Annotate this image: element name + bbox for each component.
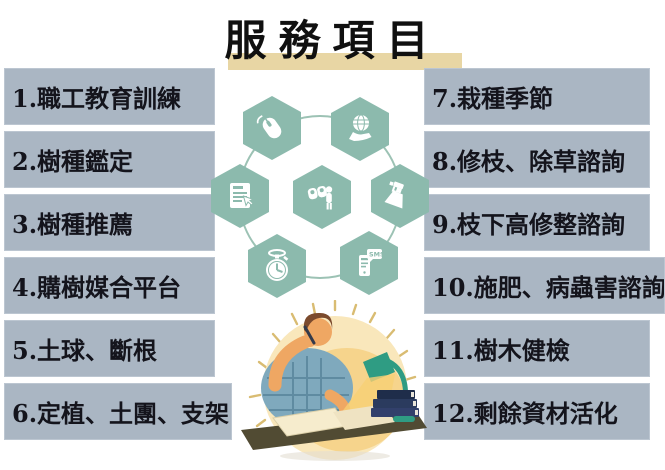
service-box-9: 9.枝下高修整諮詢 xyxy=(424,194,650,251)
service-box-2: 2.樹種鑑定 xyxy=(4,131,215,188)
service-label-9: 9.枝下高修整諮詢 xyxy=(432,210,626,239)
lamp-shade xyxy=(363,352,395,382)
service-label-5: 5.土球、斷根 xyxy=(12,336,158,365)
lamp-base xyxy=(393,416,415,422)
stopwatch-icon xyxy=(266,249,289,281)
service-label-6: 6.定植、土團、支架 xyxy=(12,399,230,428)
service-label-3: 3.樹種推薦 xyxy=(12,210,134,239)
studying-person-illustration xyxy=(241,300,427,461)
page-title: 服務項目 xyxy=(224,16,441,65)
service-label-7: 7.栽種季節 xyxy=(432,84,554,113)
floor-shadow xyxy=(280,451,390,461)
book-stack xyxy=(371,390,419,417)
service-label-4: 4.購樹媒合平台 xyxy=(12,273,182,302)
service-box-10: 10.施肥、病蟲害諮詢 xyxy=(424,257,665,314)
service-box-6: 6.定植、土團、支架 xyxy=(4,383,232,440)
mouse-icon xyxy=(256,115,282,139)
service-label-8: 8.修枝、除草諮詢 xyxy=(432,147,626,176)
service-label-12: 12.剩餘資材活化 xyxy=(432,399,618,428)
binoculars-observer-icon xyxy=(307,185,333,210)
service-label-2: 2.樹種鑑定 xyxy=(12,147,134,176)
service-box-5: 5.土球、斷根 xyxy=(4,320,215,377)
service-box-11: 11.樹木健檢 xyxy=(424,320,650,377)
raised-arm xyxy=(268,335,312,392)
globe-in-hand-icon xyxy=(349,114,372,141)
service-label-1: 1.職工教育訓練 xyxy=(12,84,182,113)
service-label-11: 11.樹木健檢 xyxy=(432,336,570,365)
service-box-4: 4.購樹媒合平台 xyxy=(4,257,215,314)
online-form-icon xyxy=(230,183,256,208)
service-box-8: 8.修枝、除草諮詢 xyxy=(424,131,650,188)
service-label-10: 10.施肥、病蟲害諮詢 xyxy=(432,273,665,302)
service-box-7: 7.栽種季節 xyxy=(424,68,650,125)
hair xyxy=(303,312,333,332)
spray-bottle-icon xyxy=(384,181,404,209)
pen xyxy=(303,325,316,345)
title-highlight-bar xyxy=(228,53,462,70)
service-box-1: 1.職工教育訓練 xyxy=(4,68,215,125)
sms-phone-icon: SMS xyxy=(359,249,385,276)
sunburst-rays xyxy=(248,300,417,428)
sms-bubble-label: SMS xyxy=(369,251,385,259)
service-box-3: 3.樹種推薦 xyxy=(4,194,215,251)
service-box-12: 12.剩餘資材活化 xyxy=(424,383,650,440)
